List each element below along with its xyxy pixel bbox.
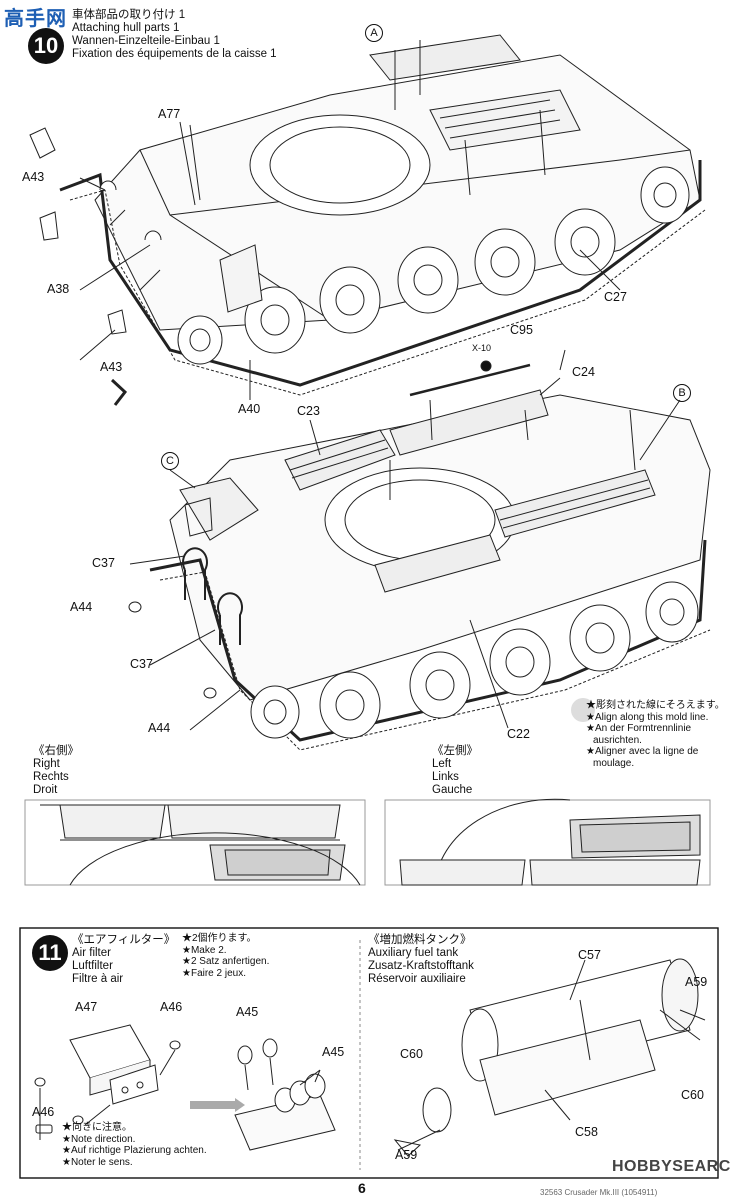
direction-note: ★向きに注意。 ★Note direction. ★Auf richtige P…	[62, 1122, 207, 1168]
air-filter-caption: 《エアフィルター》 Air filter Luftfilter Filtre à…	[72, 934, 175, 986]
label-A43-top: A43	[22, 170, 45, 184]
make2-fr: ★Faire 2 jeux.	[182, 967, 246, 979]
right-side-ja: 《右側》	[33, 745, 79, 757]
mold-line-note: ★彫刻された線にそろえます。 ★Align along this mold li…	[586, 700, 725, 769]
label-A46-bottom: A46	[32, 1105, 55, 1119]
label-C22: C22	[507, 727, 530, 741]
make2-ja: ★2個作ります。	[182, 933, 257, 944]
mold-note-fr-2: moulage.	[593, 757, 635, 769]
direction-note-fr: ★Noter le sens.	[62, 1156, 133, 1168]
air-filter-de: Luftfilter	[72, 960, 113, 972]
fuel-tank-en: Auxiliary fuel tank	[368, 947, 459, 959]
step-11-number: 11	[32, 935, 68, 971]
mold-note-ja: ★彫刻された線にそろえます。	[586, 700, 725, 711]
direction-note-ja: ★向きに注意。	[62, 1122, 132, 1133]
label-C37-top: C37	[92, 556, 115, 570]
label-A44-top: A44	[70, 600, 93, 614]
left-side-caption: 《左側》 Left Links Gauche	[432, 745, 478, 797]
title-ja: 車体部品の取り付け 1	[72, 9, 186, 21]
mold-note-de-2: ausrichten.	[593, 734, 642, 746]
right-side-fr: Droit	[33, 784, 58, 796]
fuel-tank-caption: 《増加燃料タンク》 Auxiliary fuel tank Zusatz-Kra…	[368, 934, 474, 986]
make2-de: ★2 Satz anfertigen.	[182, 956, 270, 967]
label-X10: X-10	[472, 343, 492, 353]
watermark-bottom: HOBBYSEARCH	[612, 1158, 730, 1176]
label-C24: C24	[572, 365, 595, 379]
left-side-en: Left	[432, 758, 452, 770]
label-C37-bottom: C37	[130, 657, 153, 671]
label-A59-top: A59	[685, 975, 708, 989]
label-A40: A40	[238, 402, 261, 416]
left-side-fr: Gauche	[432, 784, 473, 796]
make-2-note: ★2個作ります。 ★Make 2. ★2 Satz anfertigen. ★F…	[182, 933, 269, 979]
air-filter-ja: 《エアフィルター》	[72, 934, 176, 946]
step-10-title: 車体部品の取り付け 1 Attaching hull parts 1 Wanne…	[72, 9, 277, 61]
make2-en: ★Make 2.	[182, 944, 227, 956]
mold-note-de-1: ★An der Formtrennlinie	[586, 723, 692, 734]
label-C27: C27	[604, 290, 627, 304]
air-filter-en: Air filter	[72, 947, 111, 959]
left-side-de: Links	[432, 771, 459, 783]
fuel-tank-de: Zusatz-Kraftstofftank	[368, 960, 474, 972]
watermark-top: 高手网	[4, 2, 67, 31]
title-fr: Fixation des équipements de la caisse 1	[72, 48, 277, 60]
label-A45-right: A45	[322, 1045, 345, 1059]
mold-note-en: ★Align along this mold line.	[586, 711, 709, 723]
mold-note-fr-1: ★Aligner avec la ligne de	[586, 746, 699, 757]
label-A45-top: A45	[236, 1005, 259, 1019]
title-de: Wannen-Einzelteile-Einbau 1	[72, 35, 220, 47]
label-C58: C58	[575, 1125, 598, 1139]
direction-note-de: ★Auf richtige Plazierung achten.	[62, 1145, 207, 1156]
right-side-en: Right	[33, 758, 60, 770]
callout-A: A	[365, 24, 383, 42]
right-side-caption: 《右側》 Right Rechts Droit	[33, 745, 79, 797]
label-A47: A47	[75, 1000, 98, 1014]
watermark-bottom-text: HOBBYSEARCH	[612, 1158, 730, 1175]
left-side-ja: 《左側》	[432, 745, 478, 757]
label-A44-bottom: A44	[148, 721, 171, 735]
label-C57: C57	[578, 948, 601, 962]
fuel-tank-fr: Réservoir auxiliaire	[368, 973, 466, 985]
label-C60-left: C60	[400, 1047, 423, 1061]
step-10-number: 10	[28, 28, 64, 64]
label-A38: A38	[47, 282, 70, 296]
footer-code: 32563 Crusader Mk.III (1054911)	[540, 1188, 658, 1197]
direction-note-en: ★Note direction.	[62, 1133, 136, 1145]
label-C23: C23	[297, 404, 320, 418]
label-A43-bottom: A43	[100, 360, 123, 374]
air-filter-fr: Filtre à air	[72, 973, 124, 985]
label-C60-right: C60	[681, 1088, 704, 1102]
page-number: 6	[358, 1180, 366, 1196]
label-A59-bottom: A59	[395, 1148, 418, 1162]
callout-C: C	[161, 452, 179, 470]
fuel-tank-ja: 《増加燃料タンク》	[368, 934, 472, 946]
title-en: Attaching hull parts 1	[72, 22, 180, 34]
label-A77: A77	[158, 107, 181, 121]
right-side-de: Rechts	[33, 771, 69, 783]
label-A46-top: A46	[160, 1000, 183, 1014]
watermark-top-text: 高手网	[4, 8, 67, 30]
callout-B: B	[673, 384, 691, 402]
label-C95: C95	[510, 323, 533, 337]
